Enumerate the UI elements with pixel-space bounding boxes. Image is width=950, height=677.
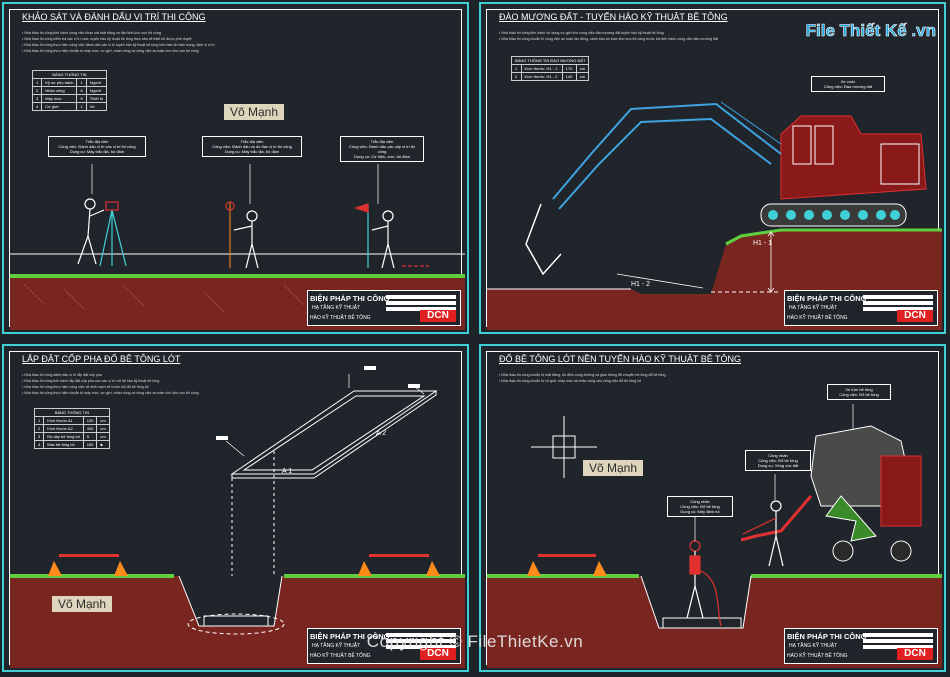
watermark-label: Võ Mạnh xyxy=(224,104,285,120)
note: Nhà thầu thi công tiến hành sử dụng cơ g… xyxy=(499,30,718,36)
table-header: BẢNG THÔNG TIN ĐÀO MƯƠNG ĐẤT xyxy=(510,56,590,65)
title-block-line3: HÀO KỸ THUẬT BÊ TÔNG xyxy=(310,653,371,659)
title-block-line2: HẠ TẦNG KỸ THUẬT xyxy=(312,643,361,649)
title-block-line2: HẠ TẦNG KỸ THUẬT xyxy=(789,643,838,649)
panel-title: KHẢO SÁT VÀ ĐÁNH DẤU VỊ TRÍ THI CÔNG xyxy=(22,12,206,22)
label-a2: A 2 xyxy=(376,430,387,437)
title-block: BIỆN PHÁP THI CÔNG HẠ TẦNG KỸ THUẬT HÀO … xyxy=(307,290,461,326)
company-logo: DCN xyxy=(420,310,456,322)
worker-shovel xyxy=(742,500,784,567)
panel-survey: KHẢO SÁT VÀ ĐÁNH DẤU VỊ TRÍ THI CÔNG Nhà… xyxy=(2,2,469,334)
panel-formwork: LẮP ĐẶT CỐP PHA ĐỔ BÊ TÔNG LÓT Nhà thầu … xyxy=(2,344,469,672)
barrier-left xyxy=(48,554,128,576)
label-a1: A 1 xyxy=(282,468,293,475)
panel-title: ĐỔ BÊ TÔNG LÓT NỀN TUYẾN HÀO KỸ THUẬT BÊ… xyxy=(499,354,742,364)
title-block-line2: HẠ TẦNG KỸ THUẬT xyxy=(789,305,838,311)
note: Nhà thầu thi công chuẩn bị công việc an … xyxy=(499,36,718,42)
note: Nhà thầu thi công chuẩn bị mặt bằng, ổn … xyxy=(499,372,665,378)
callout-excavator: Xe cuốc Công việc: Đào mương đất xyxy=(811,76,885,92)
brand-name: File Thiết Kế .vn xyxy=(805,21,936,41)
note: Nhà thầu thi công thực hiện chuẩn bị máy… xyxy=(22,390,198,396)
dimension-h1-1: H1 - 1 xyxy=(753,240,773,247)
concrete-mixer-truck xyxy=(740,425,922,562)
notes-list: Nhà thầu thi công chuẩn bị mặt bằng, ổn … xyxy=(499,372,665,384)
callout-mixer-truck: Xe trộn bê tông Công việc: Đổ bê tông xyxy=(827,384,891,400)
note: Nhà thầu thi công thực hiện công việc vệ… xyxy=(22,384,199,390)
title-block-line1: BIỆN PHÁP THI CÔNG xyxy=(310,294,390,303)
note: Nhà thầu thi công thực hiện chuẩn bị máy… xyxy=(22,48,215,54)
panel-title: ĐÀO MƯƠNG ĐẤT - TUYẾN HÀO KỸ THUẬT BÊ TÔ… xyxy=(499,12,728,22)
barrier-right xyxy=(358,554,440,576)
company-logo: DCN xyxy=(420,648,456,660)
notes-list: Nhà thầu thi công đánh dấu vị trí lắp đặ… xyxy=(22,372,199,396)
excavation-drawing xyxy=(487,101,942,330)
title-block: BIỆN PHÁP THI CÔNG HẠ TẦNG KỸ THUẬT HÀO … xyxy=(784,628,938,664)
note: Nhà thầu thi công thực hiện công việc đá… xyxy=(22,42,214,48)
table-header: BẢNG THÔNG TIN xyxy=(34,408,110,417)
title-block-bars xyxy=(386,293,456,313)
crosshair-symbol xyxy=(531,416,597,478)
callout-surveyor-2: Trắc địa viên Công việc: Đánh dấu và đo … xyxy=(202,136,302,157)
dimension-h1-2: H1 - 2 xyxy=(631,281,651,288)
brand-logo: File Thiết Kế .vn xyxy=(805,14,936,48)
title-block-line1: BIỆN PHÁP THI CÔNG xyxy=(787,294,867,303)
title-block: BIỆN PHÁP THI CÔNG HẠ TẦNG KỸ THUẬT HÀO … xyxy=(307,628,461,664)
notes-list: Nhà thầu thi công tiến hành công việc kh… xyxy=(22,30,215,54)
callout-worker-vibrator: Công nhân Công việc: Đổ bê tông Dụng cụ:… xyxy=(667,496,733,517)
title-block-line1: BIỆN PHÁP THI CÔNG xyxy=(787,632,867,641)
title-block-line3: HÀO KỸ THUẬT BÊ TÔNG xyxy=(787,315,848,321)
title-block-line2: HẠ TẦNG KỸ THUẬT xyxy=(312,305,361,311)
panel-concrete-pour: ĐỔ BÊ TÔNG LÓT NỀN TUYẾN HÀO KỸ THUẬT BÊ… xyxy=(479,344,946,672)
note: Nhà thầu thi công chuẩn bị cơ giới, máy … xyxy=(499,378,665,384)
copyright-watermark: Copyright © FileThietKe.vn xyxy=(366,632,584,651)
table-header: BẢNG THỐNG TIN xyxy=(32,70,107,79)
callout-surveyor-3: Trắc địa viên Công việc: Đánh dấu các cấ… xyxy=(340,136,424,162)
surveyor-tripod xyxy=(77,198,127,267)
excavator xyxy=(525,101,927,276)
title-block-line3: HÀO KỸ THUẬT BÊ TÔNG xyxy=(310,315,371,321)
company-logo: DCN xyxy=(897,310,933,322)
notes-list: Nhà thầu thi công tiến hành sử dụng cơ g… xyxy=(499,30,718,42)
company-logo: DCN xyxy=(897,648,933,660)
title-block-bars xyxy=(863,293,933,313)
watermark-label: Võ Mạnh xyxy=(52,596,113,612)
callout-worker-shovel: Công nhân Công việc: Đổ bê tông Dụng cụ:… xyxy=(745,450,811,471)
watermark-label: Võ Mạnh xyxy=(583,460,644,476)
note: Nhà thầu thi công tiến hành công việc kh… xyxy=(22,30,215,36)
note: Nhà thầu thi công đánh dấu vị trí lắp đặ… xyxy=(22,372,199,378)
title-block: BIỆN PHÁP THI CÔNG HẠ TẦNG KỸ THUẬT HÀO … xyxy=(784,290,938,326)
panel-title: LẮP ĐẶT CỐP PHA ĐỔ BÊ TÔNG LÓT xyxy=(22,354,181,364)
title-block-bars xyxy=(863,631,933,651)
title-block-line1: BIỆN PHÁP THI CÔNG xyxy=(310,632,390,641)
surveyor-flag xyxy=(354,203,429,269)
surveyor-staff xyxy=(225,201,259,269)
panel-excavation: ĐÀO MƯƠNG ĐẤT - TUYẾN HÀO KỸ THUẬT BÊ TÔ… xyxy=(479,2,946,334)
title-block-bars xyxy=(386,631,456,651)
note: Nhà thầu thi công tiến hành lắp đặt cốp … xyxy=(22,378,199,384)
callout-surveyor-1: Trắc địa viên Công việc: Đánh dấu vị trí… xyxy=(48,136,146,157)
title-block-line3: HÀO KỸ THUẬT BÊ TÔNG xyxy=(787,653,848,659)
note: Nhà thầu thi công kiểm tra các vị trí mố… xyxy=(22,36,215,42)
